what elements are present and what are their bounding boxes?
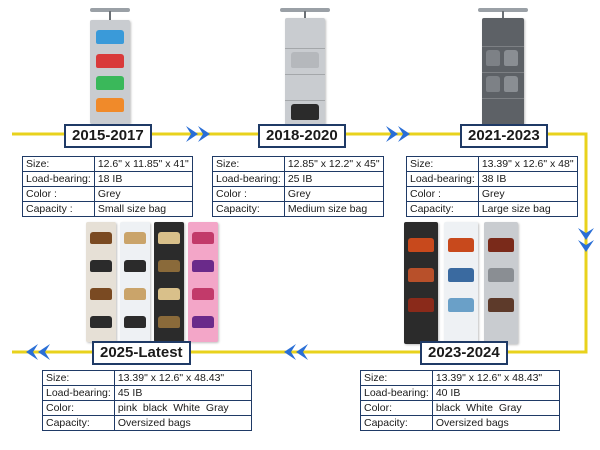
spec-key: Capacity: <box>212 201 285 217</box>
spec-row-color: Color: pink black White Gray <box>42 400 253 416</box>
spec-table-2015-2017: Size: 12.6" x 11.85" x 41" Load-bearing:… <box>22 156 193 217</box>
spec-row-size: Size: 13.39" x 12.6" x 48" <box>406 156 579 172</box>
organizer-image-2021 <box>478 8 528 126</box>
spec-key: Size: <box>22 156 95 172</box>
spec-key: Load-bearing: <box>22 171 95 187</box>
spec-value: 45 IB <box>113 385 253 401</box>
spec-row-load: Load-bearing: 45 IB <box>42 385 253 401</box>
spec-row-size: Size: 12.6" x 11.85" x 41" <box>22 156 193 172</box>
spec-key: Capacity: <box>42 415 115 431</box>
spec-row-load: Load-bearing: 25 IB <box>212 171 385 187</box>
spec-value: 12.6" x 11.85" x 41" <box>93 156 193 172</box>
spec-key: Capacity : <box>22 201 95 217</box>
spec-row-load: Load-bearing: 38 IB <box>406 171 579 187</box>
spec-value: Large size bag <box>477 201 579 217</box>
spec-value: 40 IB <box>431 385 561 401</box>
spec-row-capacity: Capacity: Medium size bag <box>212 201 385 217</box>
era-label-2018-2020: 2018-2020 <box>258 124 346 148</box>
arrow-right-icon <box>386 126 410 142</box>
organizer-image-2025 <box>86 222 222 344</box>
spec-row-size: Size: 13.39" x 12.6" x 48.43" <box>42 370 253 386</box>
spec-value: 25 IB <box>283 171 385 187</box>
spec-row-color: Color : Grey <box>212 186 385 202</box>
organizer-image-2018 <box>280 8 330 126</box>
arrow-left-icon <box>26 344 50 360</box>
spec-value: 13.39" x 12.6" x 48" <box>477 156 579 172</box>
spec-key: Color : <box>406 186 479 202</box>
spec-row-capacity: Capacity: Large size bag <box>406 201 579 217</box>
spec-row-load: Load-bearing: 18 IB <box>22 171 193 187</box>
spec-value: 13.39" x 12.6" x 48.43" <box>431 370 561 386</box>
spec-table-2025-latest: Size: 13.39" x 12.6" x 48.43" Load-beari… <box>42 370 253 431</box>
spec-value: Oversized bags <box>431 415 561 431</box>
spec-key: Load-bearing: <box>42 385 115 401</box>
spec-value: Medium size bag <box>283 201 385 217</box>
spec-table-2023-2024: Size: 13.39" x 12.6" x 48.43" Load-beari… <box>360 370 561 431</box>
spec-key: Size: <box>42 370 115 386</box>
spec-key: Size: <box>212 156 285 172</box>
spec-value: 38 IB <box>477 171 579 187</box>
era-label-2023-2024: 2023-2024 <box>420 341 508 365</box>
arrow-left-icon <box>284 344 308 360</box>
arrow-right-icon <box>186 126 210 142</box>
spec-key: Color : <box>22 186 95 202</box>
spec-row-capacity: Capacity: Oversized bags <box>360 415 561 431</box>
spec-row-size: Size: 13.39" x 12.6" x 48.43" <box>360 370 561 386</box>
spec-value: pink black White Gray <box>113 400 253 416</box>
spec-row-load: Load-bearing: 40 IB <box>360 385 561 401</box>
spec-key: Load-bearing: <box>212 171 285 187</box>
era-label-2021-2023: 2021-2023 <box>460 124 548 148</box>
spec-key: Color: <box>360 400 433 416</box>
spec-row-color: Color: black White Gray <box>360 400 561 416</box>
organizer-image-2023 <box>404 222 518 346</box>
spec-row-capacity: Capacity: Oversized bags <box>42 415 253 431</box>
spec-key: Capacity: <box>406 201 479 217</box>
era-label-2015-2017: 2015-2017 <box>64 124 152 148</box>
spec-value: 12.85" x 12.2" x 45" <box>283 156 385 172</box>
spec-key: Color : <box>212 186 285 202</box>
spec-value: Grey <box>93 186 193 202</box>
spec-key: Size: <box>360 370 433 386</box>
spec-value: 18 IB <box>93 171 193 187</box>
spec-value: Oversized bags <box>113 415 253 431</box>
spec-value: Small size bag <box>93 201 193 217</box>
spec-key: Load-bearing: <box>360 385 433 401</box>
spec-table-2018-2020: Size: 12.85" x 12.2" x 45" Load-bearing:… <box>212 156 385 217</box>
spec-row-capacity: Capacity : Small size bag <box>22 201 193 217</box>
spec-value: Grey <box>283 186 385 202</box>
spec-key: Color: <box>42 400 115 416</box>
spec-row-color: Color : Grey <box>406 186 579 202</box>
spec-key: Load-bearing: <box>406 171 479 187</box>
spec-table-2021-2023: Size: 13.39" x 12.6" x 48" Load-bearing:… <box>406 156 579 217</box>
era-label-2025-latest: 2025-Latest <box>92 341 191 365</box>
arrow-down-icon <box>578 228 594 252</box>
spec-row-color: Color : Grey <box>22 186 193 202</box>
spec-value: black White Gray <box>431 400 561 416</box>
spec-key: Capacity: <box>360 415 433 431</box>
spec-value: 13.39" x 12.6" x 48.43" <box>113 370 253 386</box>
spec-key: Size: <box>406 156 479 172</box>
organizer-image-2015 <box>86 8 134 126</box>
spec-value: Grey <box>477 186 579 202</box>
spec-row-size: Size: 12.85" x 12.2" x 45" <box>212 156 385 172</box>
